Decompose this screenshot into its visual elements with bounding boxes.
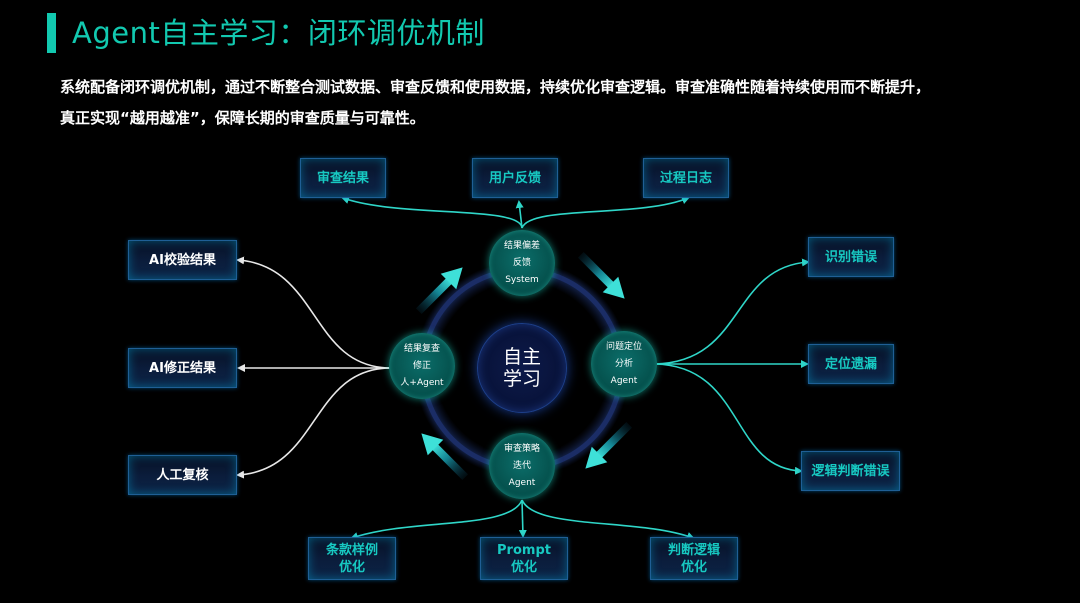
- description-line-2: 真正实现“越用越准”，保障长期的审查质量与可靠性。: [60, 109, 425, 127]
- box-ai-fix-result: AI修正结果: [128, 348, 237, 388]
- cycle-arrow-top-right: [577, 251, 625, 299]
- box-locate-omission: 定位遗漏: [808, 344, 894, 384]
- node-right-line-2: 分析: [614, 358, 633, 369]
- node-problem-analysis: 问题定位 分析 Agent: [591, 331, 657, 397]
- cycle-arrow-bottom-left: [421, 433, 469, 481]
- connector-top-to-feedback: [515, 200, 524, 229]
- center-line-2: 学习: [502, 368, 541, 390]
- node-strategy-iteration: 审查策略 迭代 Agent: [489, 433, 555, 499]
- box-logic-error: 逻辑判断错误: [801, 451, 900, 491]
- connector-left-to-manual: [236, 367, 392, 479]
- node-top-line-3: System: [505, 274, 539, 285]
- box-review-result: 审查结果: [300, 158, 386, 198]
- box-process-log: 过程日志: [643, 158, 729, 198]
- page-description: 系统配备闭环调优机制，通过不断整合测试数据、审查反馈和使用数据，持续优化审查逻辑…: [60, 72, 1020, 134]
- connector-right-to-identify: [654, 258, 810, 365]
- cycle-arrow-top-left: [415, 267, 463, 315]
- page-title: Agent自主学习：闭环调优机制: [72, 16, 485, 50]
- box-prompt-opt: Prompt 优化: [480, 537, 568, 580]
- node-deviation-feedback: 结果偏差 反馈 System: [489, 230, 555, 296]
- connector-bottom-to-logic-opt: [521, 499, 695, 540]
- node-top-line-2: 反馈: [512, 257, 531, 268]
- title-accent-bar: [47, 13, 56, 53]
- node-right-line-3: Agent: [610, 375, 638, 386]
- box-ai-check-result: AI校验结果: [128, 240, 237, 280]
- node-top-line-1: 结果偏差: [503, 240, 540, 251]
- box-clause-sample-opt: 条款样例 优化: [308, 537, 396, 580]
- connector-bottom-to-prompt: [518, 499, 527, 538]
- box-user-feedback: 用户反馈: [472, 158, 558, 198]
- node-right-line-1: 问题定位: [605, 341, 642, 352]
- node-review-correction: 结果复查 修正 人+Agent: [389, 333, 455, 399]
- connector-left-to-ai-check: [236, 256, 392, 369]
- box-clause-line-1: 条款样例: [325, 542, 378, 558]
- node-left-line-3: 人+Agent: [400, 377, 444, 388]
- node-bottom-line-3: Agent: [508, 477, 536, 488]
- connector-top-to-result: [341, 196, 523, 229]
- node-left-line-2: 修正: [412, 360, 431, 371]
- connector-top-to-log: [521, 196, 690, 229]
- box-manual-review: 人工复核: [128, 455, 237, 495]
- box-clause-line-2: 优化: [338, 559, 365, 575]
- box-logic-opt-line-2: 优化: [680, 559, 707, 575]
- node-bottom-line-1: 审查策略: [503, 443, 540, 454]
- box-logic-opt-line-1: 判断逻辑: [667, 542, 720, 558]
- box-prompt-line-2: 优化: [510, 559, 537, 575]
- cycle-arrow-bottom-right: [585, 421, 633, 469]
- description-line-1: 系统配备闭环调优机制，通过不断整合测试数据、审查反馈和使用数据，持续优化审查逻辑…: [60, 78, 931, 96]
- box-identify-error: 识别错误: [808, 237, 894, 277]
- connector-right-to-logic: [654, 363, 803, 475]
- box-logic-opt: 判断逻辑 优化: [650, 537, 738, 580]
- connector-bottom-to-clause: [350, 499, 523, 540]
- center-line-1: 自主: [502, 346, 541, 368]
- box-prompt-line-1: Prompt: [497, 542, 551, 558]
- center-self-learning: 自主 学习: [477, 323, 567, 413]
- node-left-line-1: 结果复查: [403, 343, 440, 354]
- node-bottom-line-2: 迭代: [512, 460, 531, 471]
